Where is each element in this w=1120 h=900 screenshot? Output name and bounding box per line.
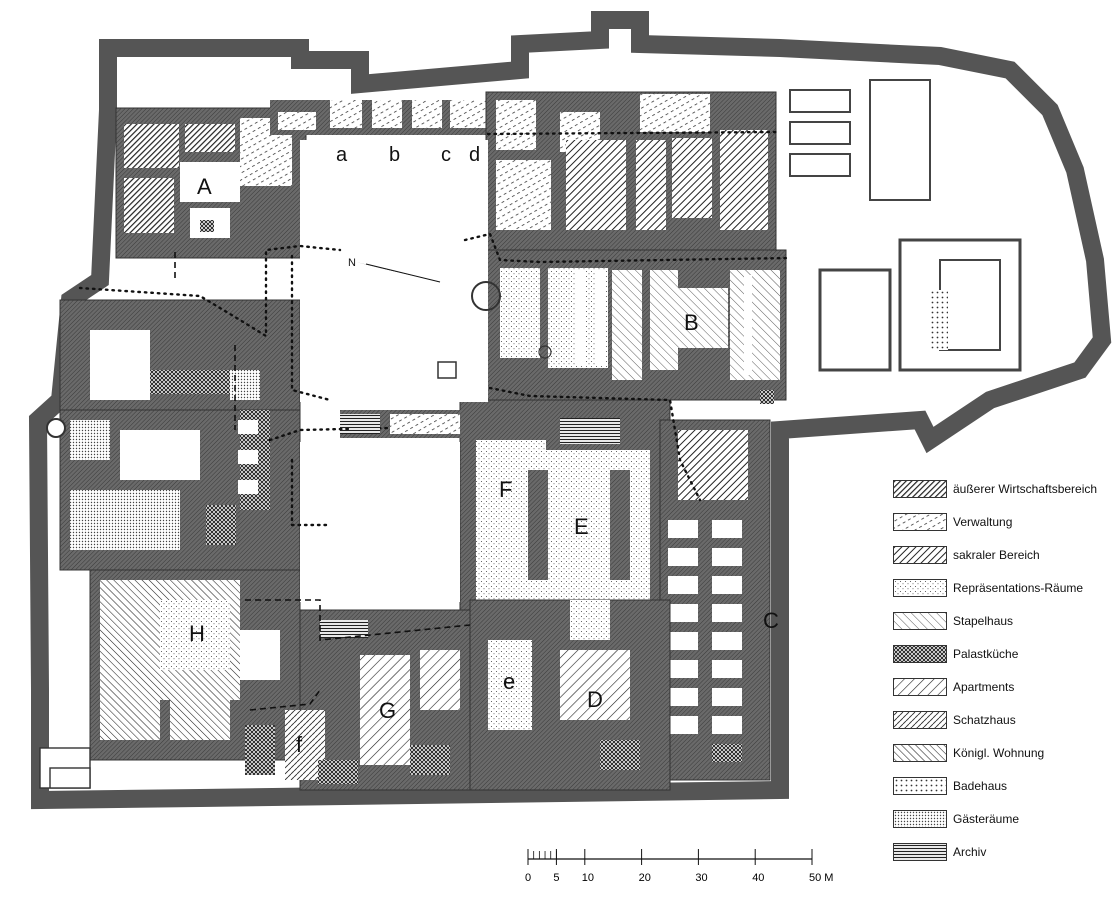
legend-item: Archiv: [893, 835, 1118, 868]
legend-item: sakraler Bereich: [893, 538, 1118, 571]
legend-item: Repräsentations-Räume: [893, 571, 1118, 604]
label-F: F: [499, 477, 512, 502]
label-G: G: [379, 698, 396, 723]
scale-tick-label: 40: [752, 872, 764, 884]
label-a: a: [336, 144, 348, 166]
label-f: f: [296, 732, 303, 757]
legend-swatch: [893, 578, 947, 597]
legend-swatch: [893, 545, 947, 564]
courtyard-features: [46, 281, 552, 438]
scale-tick-label: 30: [695, 872, 707, 884]
legend-label: sakraler Bereich: [953, 547, 1040, 562]
legend-swatch: [893, 776, 947, 795]
west-wing: [59, 299, 301, 571]
magazine-block-B: [485, 249, 787, 404]
scale-tick-label: 0: [525, 872, 531, 884]
legend-swatch: [893, 677, 947, 696]
legend-item: Gästeräume: [893, 802, 1118, 835]
legend-item: Stapelhaus: [893, 604, 1118, 637]
scale-bar: 0 5 10 20 30 40 50 M: [525, 849, 833, 884]
label-C: C: [763, 608, 779, 633]
legend-item: Apartments: [893, 670, 1118, 703]
legend-label: Badehaus: [953, 778, 1008, 793]
legend-label: äußerer Wirtschaftsbereich: [953, 481, 1098, 496]
legend-swatch: [893, 743, 947, 762]
legend-swatch: [893, 644, 947, 663]
north-wing: [115, 100, 500, 259]
legend-label: Palastküche: [953, 646, 1019, 661]
label-A: A: [197, 174, 212, 199]
throne-hall-block: [340, 399, 671, 621]
legend-label: Apartments: [953, 679, 1015, 694]
legend-label: Verwaltung: [953, 514, 1013, 529]
legend-swatch: [893, 842, 947, 861]
svg-text:N: N: [348, 257, 356, 269]
legend-swatch: [893, 611, 947, 630]
apartments-D: [469, 599, 671, 791]
legend-item: Badehaus: [893, 769, 1118, 802]
label-D: D: [587, 687, 603, 712]
ne-service-yard: [789, 79, 1022, 372]
royal-residence-H: [89, 569, 301, 761]
legend-item: Königl. Wohnung: [893, 736, 1118, 769]
passage-lines: [174, 252, 471, 711]
label-e: e: [503, 669, 515, 694]
legend-swatch: [893, 512, 947, 531]
scale-tick-label: 10: [582, 872, 594, 884]
apartments-G: [245, 609, 481, 791]
scale-tick-label: 50 M: [809, 872, 833, 884]
legend-item: Palastküche: [893, 637, 1118, 670]
zone-labels: A B C D E F G H e f a b c d: [189, 144, 779, 757]
east-magazines-C: [659, 419, 771, 781]
label-E: E: [574, 514, 589, 539]
legend-label: Schatzhaus: [953, 712, 1016, 727]
legend-label: Stapelhaus: [953, 613, 1014, 628]
label-d: d: [469, 144, 480, 166]
legend-label: Königl. Wohnung: [953, 745, 1045, 760]
legend-swatch: [893, 809, 947, 828]
legend-label: Gästeräume: [953, 811, 1020, 826]
legend-item: Verwaltung: [893, 505, 1118, 538]
label-B: B: [684, 310, 699, 335]
scale-tick-label: 5: [553, 872, 559, 884]
legend-label: Archiv: [953, 844, 987, 859]
outer-wall: [28, 11, 1112, 810]
legend-swatch: [893, 710, 947, 729]
legend-item: äußerer Wirtschaftsbereich: [893, 472, 1118, 505]
legend-swatch: [893, 479, 947, 498]
temple-complex: [485, 91, 777, 253]
label-H: H: [189, 621, 205, 646]
north-arrow-icon: N: [348, 257, 441, 283]
label-b: b: [389, 144, 400, 166]
scale-tick-label: 20: [639, 872, 651, 884]
legend-item: Schatzhaus: [893, 703, 1118, 736]
label-c: c: [441, 144, 451, 166]
legend-label: Repräsentations-Räume: [953, 580, 1084, 595]
